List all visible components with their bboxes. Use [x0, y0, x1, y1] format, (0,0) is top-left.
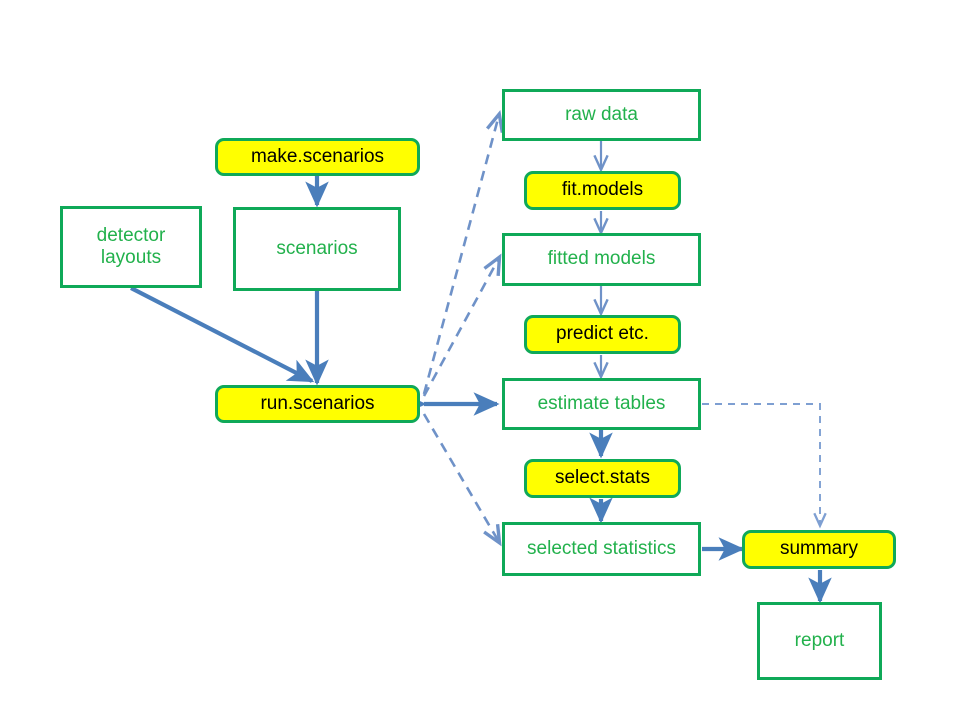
node-run-scenarios[interactable]: run.scenarios [215, 385, 420, 423]
node-make-scenarios[interactable]: make.scenarios [215, 138, 420, 176]
node-fit-models[interactable]: fit.models [524, 171, 681, 210]
node-select-stats[interactable]: select.stats [524, 459, 681, 498]
node-summary[interactable]: summary [742, 530, 896, 569]
edge-run-scenarios-to-raw-data [422, 110, 505, 395]
edge-run-scenarios-to-selected-statistics [422, 413, 502, 547]
node-selected-statistics[interactable]: selected statistics [502, 522, 701, 576]
edge-detector-layouts-to-run-scenarios [130, 286, 315, 383]
edge-run-scenarios-to-fitted-models [422, 253, 502, 397]
node-report[interactable]: report [757, 602, 882, 680]
node-raw-data[interactable]: raw data [502, 89, 701, 141]
node-fitted-models[interactable]: fitted models [502, 233, 701, 286]
node-detector-layouts[interactable]: detector layouts [60, 206, 202, 288]
node-predict-etc[interactable]: predict etc. [524, 315, 681, 354]
node-scenarios[interactable]: scenarios [233, 207, 401, 291]
edge-estimate-tables-to-summary [702, 403, 827, 529]
node-estimate-tables[interactable]: estimate tables [502, 378, 701, 430]
